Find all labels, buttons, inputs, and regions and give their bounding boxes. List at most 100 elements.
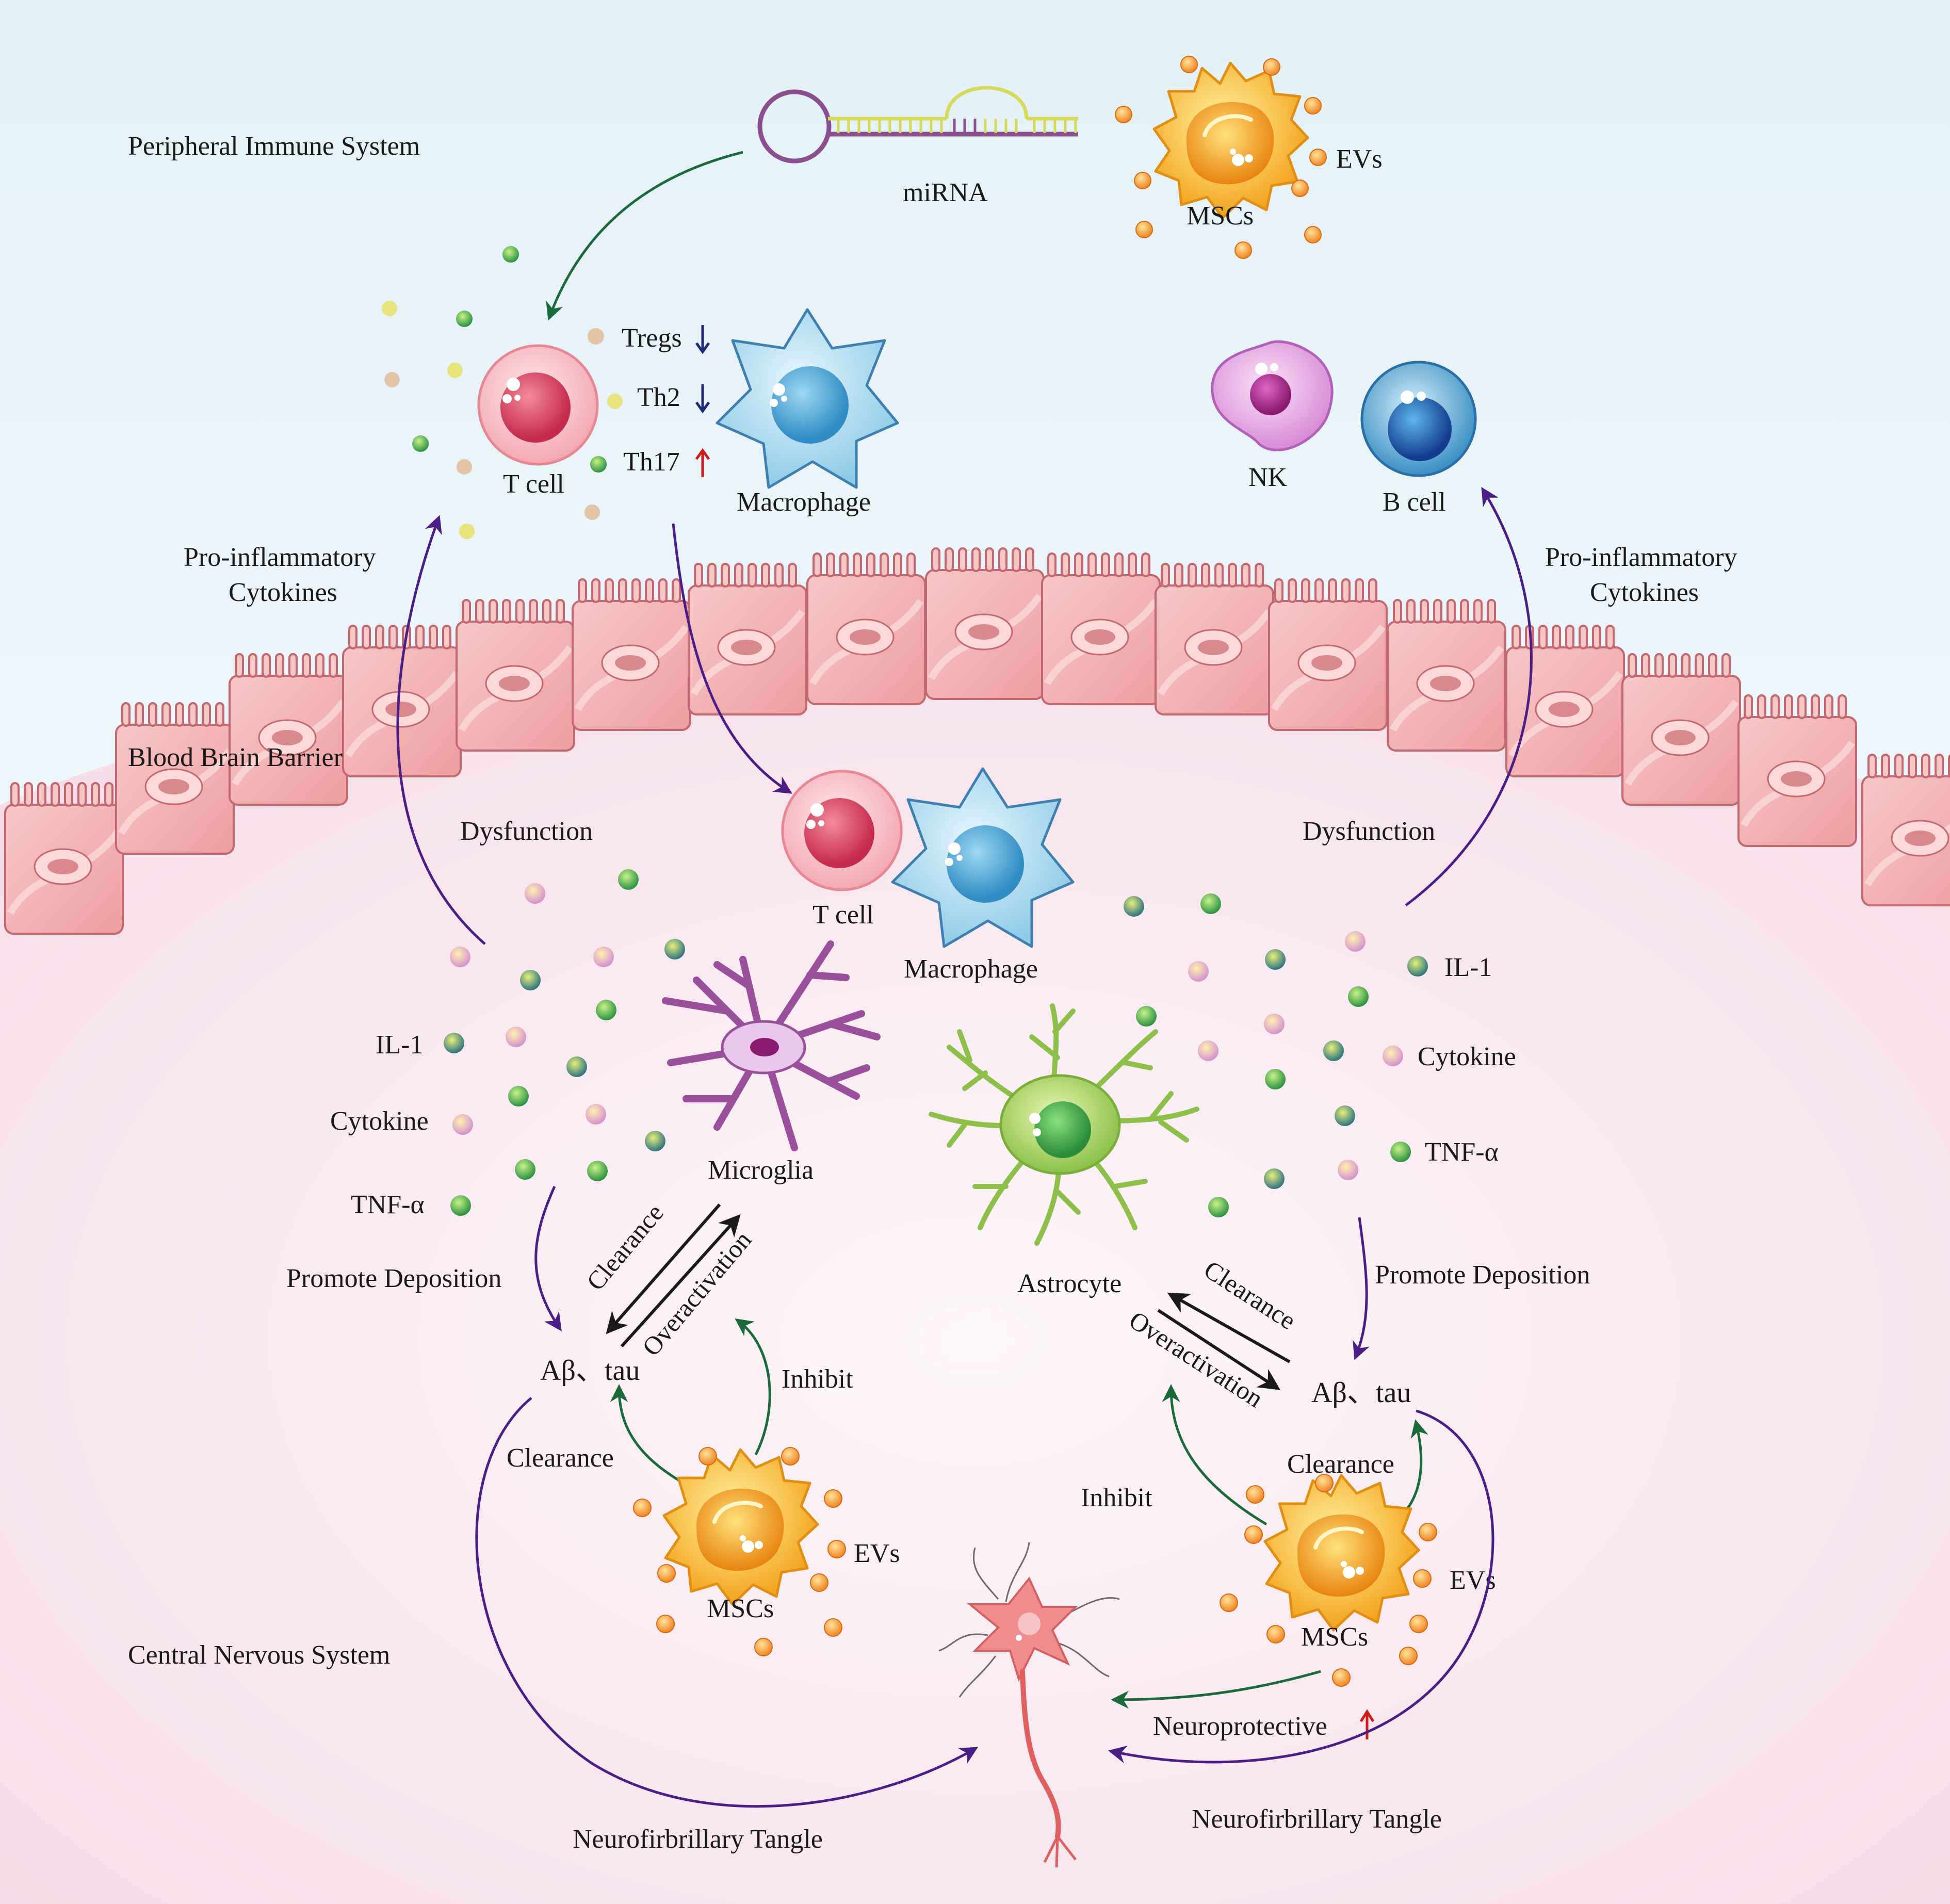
macrophage-label-top: Macrophage (737, 487, 871, 517)
clearance-label-right: Clearance (1287, 1450, 1394, 1479)
astrocyte-highlight (1033, 1128, 1041, 1136)
th17-up-arrow (695, 448, 710, 477)
cytokine-legend-dot-right (1383, 1046, 1403, 1066)
endothelial-cell (343, 626, 461, 776)
arrow-macrophage-through-bbb (672, 523, 792, 794)
pro-inflammatory-left-2: Cytokines (229, 578, 337, 607)
arrow-cytokines-to-abeta-right (1353, 1217, 1370, 1360)
cytokine-dots-top (382, 246, 623, 539)
arrow-dysfunction-left-up (396, 515, 486, 945)
endothelial-cell (230, 654, 347, 805)
arrow-abeta-to-tangle-right (1108, 1409, 1494, 1764)
t-cell-middle (783, 771, 901, 890)
abeta-tau-right: Aβ、tau (1311, 1377, 1411, 1409)
tangle-label-left: Neurofirbrillary Tangle (573, 1825, 823, 1854)
il1-label-left: IL-1 (376, 1030, 423, 1060)
endothelial-cell (1622, 654, 1740, 805)
endothelial-cell (1738, 695, 1856, 846)
tnf-legend-dot-left (450, 1195, 471, 1216)
th17-label: Th17 (623, 447, 680, 477)
pro-inflammatory-right-1: Pro-inflammatory (1545, 543, 1737, 572)
arrow-msc-neuroprotective (1111, 1670, 1321, 1709)
il1-label-right: IL-1 (1444, 953, 1492, 982)
inhibit-label-right: Inhibit (1081, 1483, 1152, 1512)
endothelial-cell (116, 703, 234, 854)
arrow-overactivation-microglia (620, 1214, 741, 1348)
endothelial-cell (1506, 626, 1624, 776)
t-cell-label-middle: T cell (813, 900, 874, 930)
clearance-label-left: Clearance (507, 1443, 614, 1473)
arrow-msc-clearance-abeta-right (1406, 1419, 1428, 1510)
evs-label-top: EVs (1336, 144, 1383, 174)
tnf-label-left: TNF-α (351, 1190, 425, 1219)
arrow-dysfunction-right-up (1405, 487, 1533, 907)
cytokine-label-left: Cytokine (330, 1106, 429, 1136)
arrow-msc-inhibit-microglia (735, 1318, 771, 1456)
mirna-label: miRNA (903, 178, 988, 207)
arrow-cytokines-to-abeta-left (534, 1185, 562, 1331)
neuroprotective-up-arrow (1359, 1709, 1375, 1739)
cns-region-bg (0, 652, 1950, 1904)
endothelial-cell (1388, 600, 1505, 751)
il1-legend-dot-right (1407, 956, 1428, 977)
b-cell (1360, 361, 1477, 477)
cns-label: Central Nervous System (128, 1640, 390, 1670)
microglia-nucleus (750, 1038, 779, 1056)
nk-cell (1211, 340, 1334, 451)
promote-deposition-right: Promote Deposition (1375, 1260, 1590, 1290)
inhibit-label-left: Inhibit (782, 1364, 853, 1394)
endothelial-cell (1269, 579, 1387, 730)
arrow-mirna-to-tcell (546, 151, 743, 321)
dysfunction-right-label: Dysfunction (1303, 817, 1435, 846)
mirna-icon (757, 86, 1078, 164)
endothelial-cell (1156, 564, 1273, 714)
microglia-label: Microglia (708, 1156, 814, 1185)
endothelial-cell (1862, 755, 1950, 905)
il1-legend-dot-left (444, 1033, 464, 1053)
ev-particles-left (633, 1447, 846, 1656)
promote-deposition-left: Promote Deposition (286, 1264, 501, 1293)
endothelial-cell (926, 548, 1044, 699)
bbb-label: Blood Brain Barrier (128, 743, 343, 772)
macrophage-label-middle: Macrophage (904, 954, 1038, 984)
tregs-label: Tregs (622, 323, 682, 353)
mscs-label-left: MSCs (707, 1594, 774, 1623)
tnf-legend-dot-right (1390, 1142, 1411, 1162)
arrow-overactivation-astrocyte (1157, 1309, 1281, 1390)
dysfunction-left-label: Dysfunction (460, 817, 593, 846)
t-cell-top (479, 346, 597, 464)
endothelial-cell (457, 600, 574, 751)
pro-inflammatory-left-1: Pro-inflammatory (184, 543, 376, 572)
astrocyte-label: Astrocyte (1017, 1269, 1122, 1298)
astrocyte-nucleus (1034, 1101, 1091, 1158)
abeta-tau-left: Aβ、tau (540, 1355, 640, 1387)
endothelial-cell (807, 554, 925, 704)
arrow-astrocyte-clearance (1167, 1292, 1291, 1363)
cytokine-label-right: Cytokine (1418, 1042, 1516, 1071)
t-cell-label-top: T cell (503, 469, 564, 499)
astrocyte-highlight (1029, 1113, 1041, 1124)
tangle-label-right: Neurofirbrillary Tangle (1192, 1804, 1442, 1834)
endothelial-cell (689, 564, 806, 714)
neuroprotective-label: Neuroprotective (1153, 1712, 1327, 1741)
cytokine-dots-left (450, 869, 685, 1181)
mscs-label-right: MSCs (1301, 1622, 1368, 1652)
ev-particles-right (1220, 1474, 1437, 1687)
tnf-label-right: TNF-α (1425, 1137, 1499, 1167)
th2-down-arrow (695, 384, 710, 414)
cytokine-dots-right (1124, 893, 1369, 1217)
endothelial-cell (5, 783, 123, 934)
endothelial-cell (573, 579, 690, 730)
cytokine-legend-dot-left (452, 1114, 473, 1135)
pro-inflammatory-right-2: Cytokines (1590, 578, 1699, 607)
arrow-msc-clearance-abeta-left (610, 1384, 685, 1485)
evs-label-left: EVs (854, 1539, 900, 1568)
arrow-abeta-to-tangle-left (475, 1397, 979, 1808)
b-cell-label: B cell (1383, 487, 1446, 517)
arrow-msc-inhibit-astrocyte (1162, 1384, 1268, 1526)
neuron-cell (938, 1542, 1120, 1868)
peripheral-immune-label: Peripheral Immune System (128, 132, 420, 161)
arrow-microglia-clearance (606, 1203, 721, 1335)
